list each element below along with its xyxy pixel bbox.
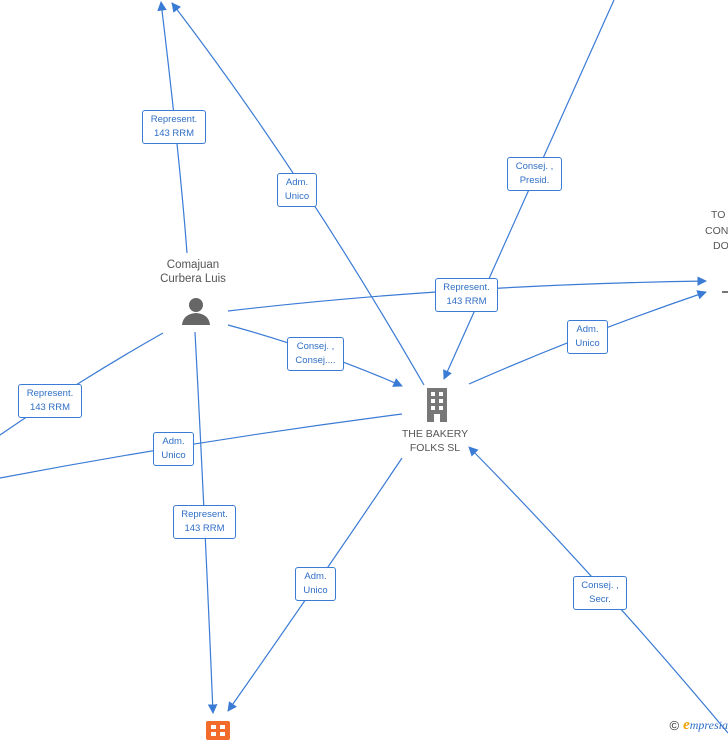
label-adm-right[interactable]: Adm. Unico (567, 320, 608, 354)
label-represent-top[interactable]: Represent. 143 RRM (142, 110, 206, 144)
edge-represent-left (0, 332, 164, 436)
copyright-symbol: © (669, 718, 680, 733)
building-icon-right[interactable] (722, 289, 728, 295)
label-adm-top[interactable]: Adm. Unico (277, 173, 317, 207)
label-represent-right[interactable]: Represent. 143 RRM (435, 278, 498, 312)
company-name[interactable]: THE BAKERY FOLKS SL (401, 428, 469, 454)
footer-credit: © empresia (670, 717, 728, 734)
person-icon[interactable] (181, 297, 211, 325)
person-name[interactable]: Comajuan Curbera Luis (160, 259, 226, 285)
label-represent-bottom[interactable]: Represent. 143 RRM (173, 505, 236, 539)
label-represent-left[interactable]: Represent. 143 RRM (18, 384, 82, 418)
right-company-name[interactable]: TO CON DO (705, 209, 728, 252)
label-adm-left[interactable]: Adm. Unico (153, 432, 194, 466)
building-icon[interactable] (423, 388, 451, 422)
label-consej-secr[interactable]: Consej. , Secr. (573, 576, 627, 610)
label-consej-consej[interactable]: Consej. , Consej.... (287, 337, 344, 371)
label-adm-bottom[interactable]: Adm. Unico (295, 567, 336, 601)
highlight-company-icon[interactable] (206, 721, 230, 740)
label-consej-presid[interactable]: Consej. , Presid. (507, 157, 562, 191)
brand-logo: empresia (683, 717, 728, 733)
